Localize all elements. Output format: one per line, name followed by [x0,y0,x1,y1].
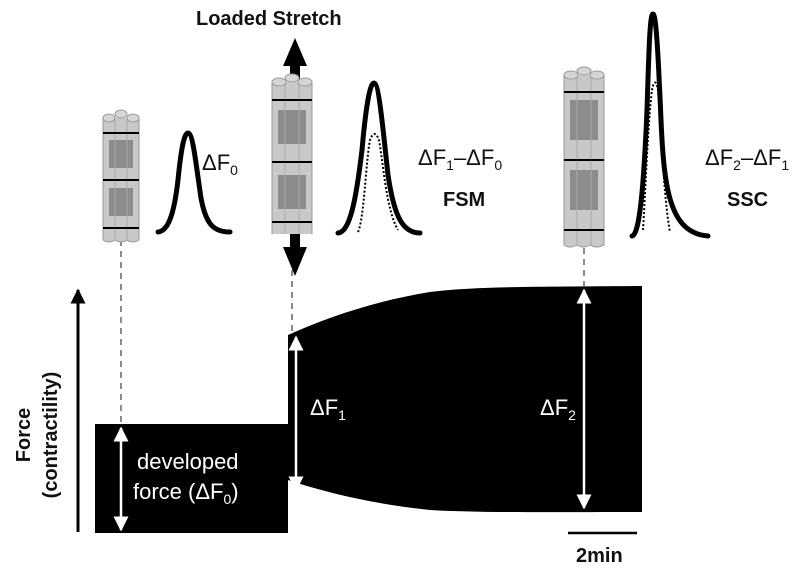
stage2-formula-a: ΔF [418,145,446,170]
stage1-formula: ΔF0 [202,150,238,178]
stage1-formula-a: ΔF [202,150,230,175]
delta-f1-text: ΔF [310,395,338,420]
stage2-formula-b-sub: 0 [494,157,502,173]
delta-f2-sub: 2 [568,407,576,423]
transient-stage1 [155,130,233,235]
stage3-formula: ΔF2–ΔF1 [705,145,789,173]
developed-force-label-line2: force (ΔF0) [133,479,239,507]
stage3-name: SSC [727,189,768,211]
delta-f1-sub: 1 [338,407,346,423]
filament-stack-stage1 [102,109,140,243]
developed-force-label-line1: developed [137,449,239,474]
transient-stage3 [629,11,711,239]
delta-f1-label: ΔF1 [310,395,346,423]
y-axis-label-line2: (contractility) [40,372,62,499]
stage3-formula-a-sub: 2 [733,157,741,173]
stage3-formula-b-sub: 1 [781,157,789,173]
developed-force-close: ) [231,479,238,504]
stage3-formula-a: ΔF [705,145,733,170]
stage2-name: FSM [443,189,485,211]
stage2-formula-minus: –ΔF [454,145,494,170]
stage3-formula-minus: –ΔF [741,145,781,170]
y-axis-label: Force (contractility) [13,372,62,499]
developed-force-text: force (ΔF [133,479,223,504]
stretch-arrow-up [283,38,307,80]
stage1-formula-a-sub: 0 [230,162,238,178]
delta-f2-text: ΔF [540,395,568,420]
stage2-formula: ΔF1–ΔF0 [418,145,502,173]
y-axis-label-line1: Force [13,408,35,462]
filament-stack-stage3 [563,66,605,248]
stage2-formula-a-sub: 1 [446,157,454,173]
scale-bar-label: 2min [576,545,623,567]
delta-f2-label: ΔF2 [540,395,576,423]
stretched-force-block [288,286,642,533]
transient-stage2 [335,80,423,236]
developed-force-sub: 0 [223,491,231,507]
transient-stage2-baseline [357,133,399,233]
stretch-arrow-down [283,233,307,276]
transient-stage3-baseline [642,81,671,233]
filament-stack-stage2 [271,73,313,234]
title: Loaded Stretch [196,8,342,30]
